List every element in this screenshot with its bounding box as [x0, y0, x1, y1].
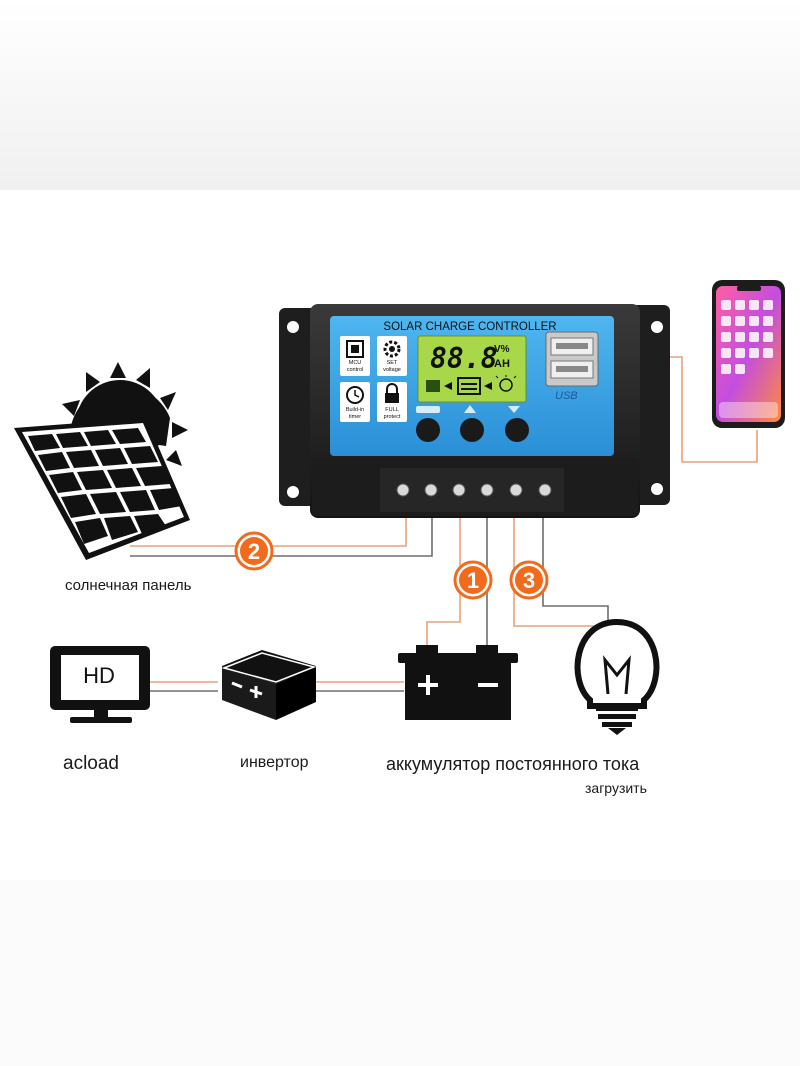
acload-label: acload: [63, 753, 119, 774]
wires: [130, 356, 758, 692]
feature-label-full: FULL: [385, 407, 398, 413]
marker-3-number: 3: [523, 568, 535, 593]
marker-1-number: 1: [467, 568, 479, 593]
charge-controller: SOLAR CHARGE CONTROLLER MCU control SET …: [279, 304, 670, 518]
smartphone-icon: [712, 280, 785, 428]
inverter-icon: [221, 650, 317, 720]
feature-sublabel-timer: timer: [349, 414, 361, 420]
solar-panel-icon: [14, 418, 190, 560]
lcd-digits: 88.8: [430, 342, 497, 375]
lcd-unit-top: V%: [494, 344, 510, 355]
clock-icon: [346, 386, 364, 404]
lcd-unit-bottom: AH: [494, 358, 510, 370]
marker-1: 1: [453, 560, 493, 600]
battery-label: аккумулятор постоянного тока: [386, 754, 640, 774]
feature-sublabel-full: protect: [384, 414, 401, 420]
lcd-flow-icons: [426, 375, 517, 395]
feature-sublabel-mcu: control: [347, 367, 364, 373]
lcd-display: 88.8 V% AH: [417, 335, 527, 403]
lock-icon: [385, 383, 399, 403]
marker-3: 3: [509, 560, 549, 600]
terminal-block: [312, 458, 638, 516]
usb-label: USB: [555, 390, 578, 402]
marker-2-number: 2: [248, 539, 260, 564]
wire-load-gray: [542, 518, 609, 624]
feature-label-set: SET: [387, 360, 398, 366]
controller-title: SOLAR CHARGE CONTROLLER: [383, 321, 556, 333]
background-top-band: [0, 0, 800, 190]
background-bottom-band: [0, 880, 800, 1066]
feature-label-timer: Build-in: [346, 407, 364, 413]
gear-icon: [383, 340, 401, 358]
usb-ports: USB: [545, 331, 599, 402]
feature-label-mcu: MCU: [349, 360, 362, 366]
load-label: загрузить: [585, 780, 647, 796]
marker-2: 2: [234, 531, 274, 571]
tv-icon: HD: [50, 646, 150, 723]
chip-icon: [346, 340, 364, 358]
tv-label: HD: [83, 663, 115, 688]
up-button: [460, 418, 484, 442]
light-bulb-icon: [574, 618, 660, 735]
battery-icon: [398, 645, 518, 720]
wire-solar-orange: [130, 518, 407, 547]
solar-panel-label: солнечная панель: [65, 577, 192, 594]
feature-icons: MCU control SET voltage Build-in timer F…: [340, 336, 407, 422]
wire-load-orange: [513, 518, 597, 627]
wire-solar-gray: [130, 518, 433, 557]
menu-button: [416, 418, 440, 442]
down-button: [505, 418, 529, 442]
feature-sublabel-set: voltage: [383, 367, 401, 373]
inverter-label: инвертор: [240, 754, 309, 771]
controller-buttons: [416, 405, 529, 442]
